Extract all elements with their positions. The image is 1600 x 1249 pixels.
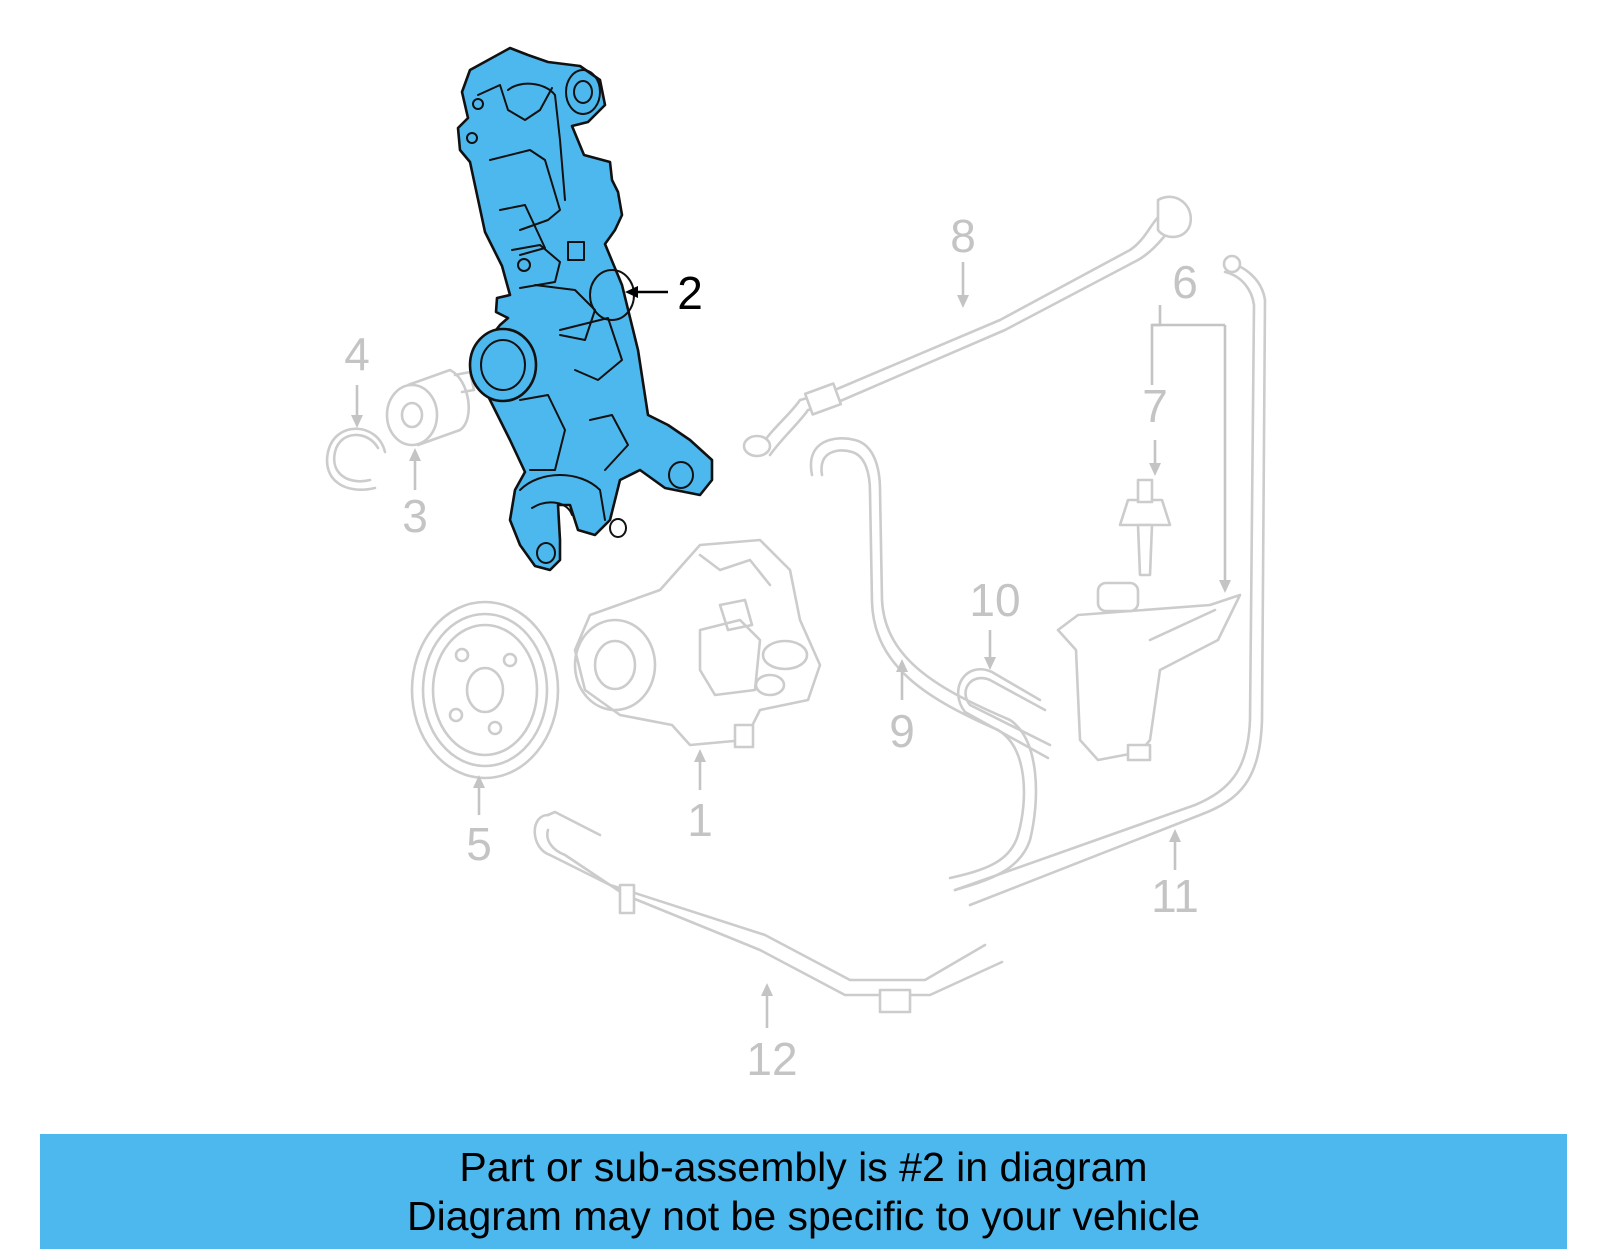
- part-4-snap-ring: [325, 427, 387, 491]
- part-9-hose: [809, 437, 1038, 892]
- callout-9: 9: [889, 705, 915, 757]
- leader-lines: [351, 262, 1231, 1028]
- callout-6: 6: [1172, 256, 1198, 308]
- callout-11: 11: [1151, 870, 1199, 922]
- callout-8: 8: [950, 210, 976, 262]
- part-7-cap: [1118, 478, 1172, 577]
- callout-labels: 1 2 3 4 5 6 7 8 9 10 11 12: [344, 210, 1199, 1085]
- callout-1: 1: [687, 794, 713, 846]
- caption-line-1: Part or sub-assembly is #2 in diagram: [459, 1143, 1148, 1190]
- part-1-power-steering-pump: [573, 538, 822, 749]
- part-3-bushing: [385, 368, 476, 447]
- callout-5: 5: [466, 818, 492, 870]
- callout-7: 7: [1142, 380, 1168, 432]
- callout-12: 12: [746, 1033, 797, 1085]
- callout-2: 2: [677, 267, 703, 319]
- callout-10: 10: [969, 574, 1020, 626]
- part-12-pressure-line: [533, 810, 1004, 1014]
- part-6-reservoir: [1056, 581, 1242, 762]
- part-11-return-hose: [953, 254, 1267, 907]
- part-2-pump-bracket: [456, 46, 714, 572]
- part-5-pulley: [410, 600, 560, 780]
- caption-line-2: Diagram may not be specific to your vehi…: [406, 1192, 1200, 1239]
- callout-3: 3: [402, 490, 428, 542]
- part-8-pressure-line: [742, 195, 1193, 458]
- caption-banner: Part or sub-assembly is #2 in diagram Di…: [40, 1134, 1567, 1249]
- callout-4: 4: [344, 328, 370, 380]
- part-10-clamp: [956, 668, 1052, 760]
